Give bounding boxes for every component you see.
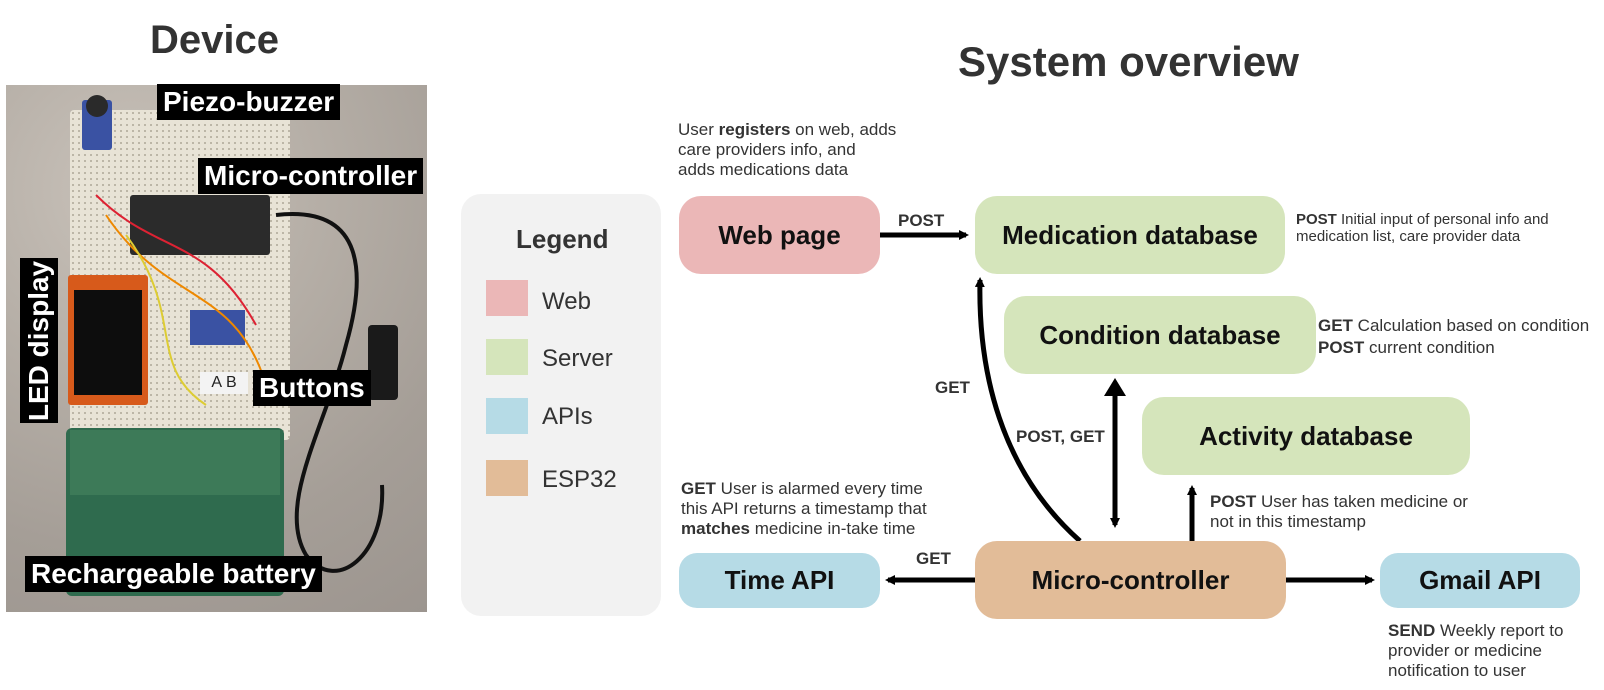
- node-gmail-api: Gmail API: [1380, 553, 1580, 608]
- device-heading: Device: [150, 18, 279, 62]
- microphone: [86, 95, 108, 117]
- system-overview-heading: System overview: [958, 38, 1299, 85]
- note-time2-text: medicine in-take time: [749, 519, 916, 538]
- label-piezo-buzzer: Piezo-buzzer: [157, 84, 341, 120]
- note-gmail-text: Weekly report to provider or medicine no…: [1388, 621, 1564, 680]
- note-register: User registers on web, adds care provide…: [678, 120, 948, 180]
- note-condition-post: POST current condition: [1318, 338, 1603, 358]
- note-time1-bold: GET: [681, 479, 716, 498]
- note-med-bold: POST: [1296, 211, 1337, 228]
- node-condition-database: Condition database: [1004, 296, 1316, 374]
- note-med-text: Initial input of personal info and medic…: [1296, 211, 1549, 245]
- note-cond1-bold: GET: [1318, 316, 1353, 335]
- note-cond1-text: Calculation based on condition: [1352, 316, 1590, 335]
- usb-plug: [368, 325, 398, 400]
- note-time1-text: User is alarmed every time this API retu…: [681, 479, 927, 518]
- note-register-post: on web, adds care providers info, and ad…: [678, 120, 897, 179]
- legend-label-apis: APIs: [542, 403, 593, 430]
- note-register-pre: User: [678, 120, 719, 139]
- node-web-page: Web page: [679, 196, 880, 274]
- key-b: B: [226, 374, 237, 391]
- note-cond2-bold: POST: [1318, 338, 1365, 357]
- label-micro-controller: Micro-controller: [198, 158, 424, 194]
- note-condition-get: GET Calculation based on condition: [1318, 316, 1603, 336]
- note-time2-bold: matches: [681, 519, 750, 538]
- legend-swatch-web: [486, 280, 528, 316]
- note-gmail: SEND Weekly report to provider or medici…: [1388, 621, 1588, 681]
- note-cond2-text: current condition: [1364, 338, 1495, 357]
- note-activity: POST User has taken medicine or not in t…: [1210, 492, 1500, 532]
- note-act-text: User has taken medicine or not in this t…: [1210, 492, 1468, 531]
- node-time-api: Time API: [679, 553, 880, 608]
- charger-pcb: [70, 430, 280, 495]
- edge-label-web-med: POST: [898, 211, 945, 230]
- note-gmail-bold: SEND: [1388, 621, 1436, 640]
- legend-label-web: Web: [542, 288, 591, 315]
- arrow-mc-cond-head-up: [1104, 378, 1126, 396]
- legend-swatch-esp32: [486, 460, 528, 496]
- note-medication: POST Initial input of personal info and …: [1296, 211, 1596, 245]
- legend-label-server: Server: [542, 345, 613, 372]
- key-a: A: [211, 374, 222, 391]
- label-buttons: Buttons: [253, 370, 371, 406]
- legend-swatch-server: [486, 339, 528, 375]
- keycaps: A B: [200, 372, 248, 394]
- arrow-mc-to-med: [974, 277, 1082, 543]
- label-rechargeable-battery: Rechargeable battery: [25, 556, 322, 592]
- edge-label-mc-med: GET: [935, 378, 970, 397]
- device-wires: [95, 194, 385, 573]
- node-medication-database: Medication database: [975, 196, 1285, 274]
- edge-label-mc-time: GET: [916, 549, 951, 568]
- note-act-bold: POST: [1210, 492, 1257, 511]
- note-register-bold: registers: [718, 120, 791, 139]
- legend-swatch-apis: [486, 398, 528, 434]
- node-activity-database: Activity database: [1142, 397, 1470, 475]
- note-time-api: GET User is alarmed every time this API …: [681, 479, 961, 539]
- legend-title: Legend: [516, 224, 609, 254]
- lcd-screen: [74, 290, 142, 395]
- legend-label-esp32: ESP32: [542, 466, 617, 493]
- node-micro-controller: Micro-controller: [975, 541, 1286, 619]
- edge-label-mc-cond: POST, GET: [1016, 427, 1105, 446]
- esp32-board: [130, 195, 270, 255]
- label-led-display: LED display: [20, 258, 58, 423]
